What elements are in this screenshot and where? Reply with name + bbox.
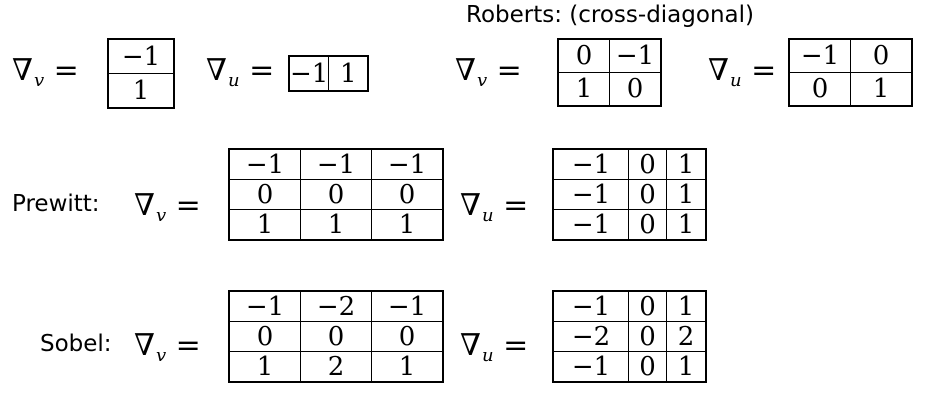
kernel-cell: 0: [228, 179, 301, 210]
kernel-cell: 0: [628, 148, 667, 180]
kernel-cell: 0: [788, 72, 851, 107]
kernel-cell: 0: [628, 351, 667, 383]
nabla-symbol: ∇: [12, 53, 33, 88]
kernel-cell: −1: [300, 148, 372, 180]
kernel-cell: 0: [628, 321, 667, 352]
sobel-label: Sobel:: [40, 331, 112, 357]
kernel-row: 0−1: [557, 38, 662, 73]
nabla-symbol: ∇: [134, 188, 155, 223]
kernel-cell: 0: [228, 321, 301, 352]
kernel-cell: 0: [300, 321, 372, 352]
kernel-cell: −1: [788, 38, 851, 73]
kernel-cell: −1: [552, 148, 629, 180]
kernel-row: −1−2−1: [228, 290, 444, 322]
kernel-cell: −2: [552, 321, 629, 352]
kernel-cell: −2: [300, 290, 372, 322]
kernel-cell: 1: [666, 290, 707, 322]
prewitt-v-equation: ∇v =: [134, 188, 201, 226]
kernel-cell: 0: [371, 321, 444, 352]
kernel-cell: −1: [552, 351, 629, 383]
kernel-cell: 2: [300, 351, 372, 383]
kernel-cell: −1: [609, 38, 662, 73]
kernel-cell: −1: [552, 179, 629, 210]
kernel-cell: 1: [666, 351, 707, 383]
nabla-symbol: ∇: [134, 328, 155, 363]
kernel-cell: 1: [666, 209, 707, 241]
kernel-cell: −1: [371, 148, 444, 180]
kernel-cell: 1: [371, 351, 444, 383]
kernel-cell: 0: [609, 72, 662, 107]
kernel-cell: 1: [228, 209, 301, 241]
kernel-cell: 1: [328, 55, 369, 92]
kernel-cell: −1: [107, 38, 175, 74]
kernel-cell: 0: [628, 209, 667, 241]
sobel-u-equation: ∇u =: [460, 328, 529, 366]
kernel-cell: −1: [552, 209, 629, 241]
kernel-cell: −1: [228, 290, 301, 322]
nabla-symbol: ∇: [206, 53, 227, 88]
kernel-cell: −1: [371, 290, 444, 322]
kernel-cell: −1: [288, 55, 330, 92]
roberts-v-equation: ∇v =: [455, 53, 522, 91]
kernel-cell: −1: [228, 148, 301, 180]
kernel-row: 1: [107, 73, 175, 109]
nabla-symbol: ∇: [460, 328, 481, 363]
kernel-row: −1−1−1: [228, 148, 444, 180]
kernel-cell: 1: [300, 209, 372, 241]
prewitt-u-equation: ∇u =: [460, 188, 529, 226]
sobel-v-equation: ∇v =: [134, 328, 201, 366]
kernel-cell: 2: [666, 321, 707, 352]
nabla-symbol: ∇: [708, 53, 729, 88]
kernel-cell: 1: [371, 209, 444, 241]
nabla-symbol: ∇: [455, 53, 476, 88]
simple-u-equation: ∇u =: [206, 53, 275, 91]
roberts-label: Roberts: (cross-diagonal): [466, 2, 754, 28]
kernel-cell: 0: [628, 179, 667, 210]
kernel-cell: −1: [552, 290, 629, 322]
roberts-u-equation: ∇u =: [708, 53, 777, 91]
kernel-cell: 1: [666, 179, 707, 210]
kernel-cell: 1: [557, 72, 610, 107]
kernel-cell: 0: [557, 38, 610, 73]
kernel-cell: 1: [228, 351, 301, 383]
nabla-symbol: ∇: [460, 188, 481, 223]
simple-v-equation: ∇v =: [12, 53, 79, 91]
kernel-cell: 0: [300, 179, 372, 210]
kernel-cell: 1: [850, 72, 913, 107]
kernel-cell: 0: [850, 38, 913, 73]
prewitt-label: Prewitt:: [12, 191, 100, 217]
kernel-cell: 1: [107, 73, 175, 109]
kernel-cell: 0: [628, 290, 667, 322]
kernel-cell: 0: [371, 179, 444, 210]
kernel-row: −1: [107, 38, 175, 74]
kernel-cell: 1: [666, 148, 707, 180]
